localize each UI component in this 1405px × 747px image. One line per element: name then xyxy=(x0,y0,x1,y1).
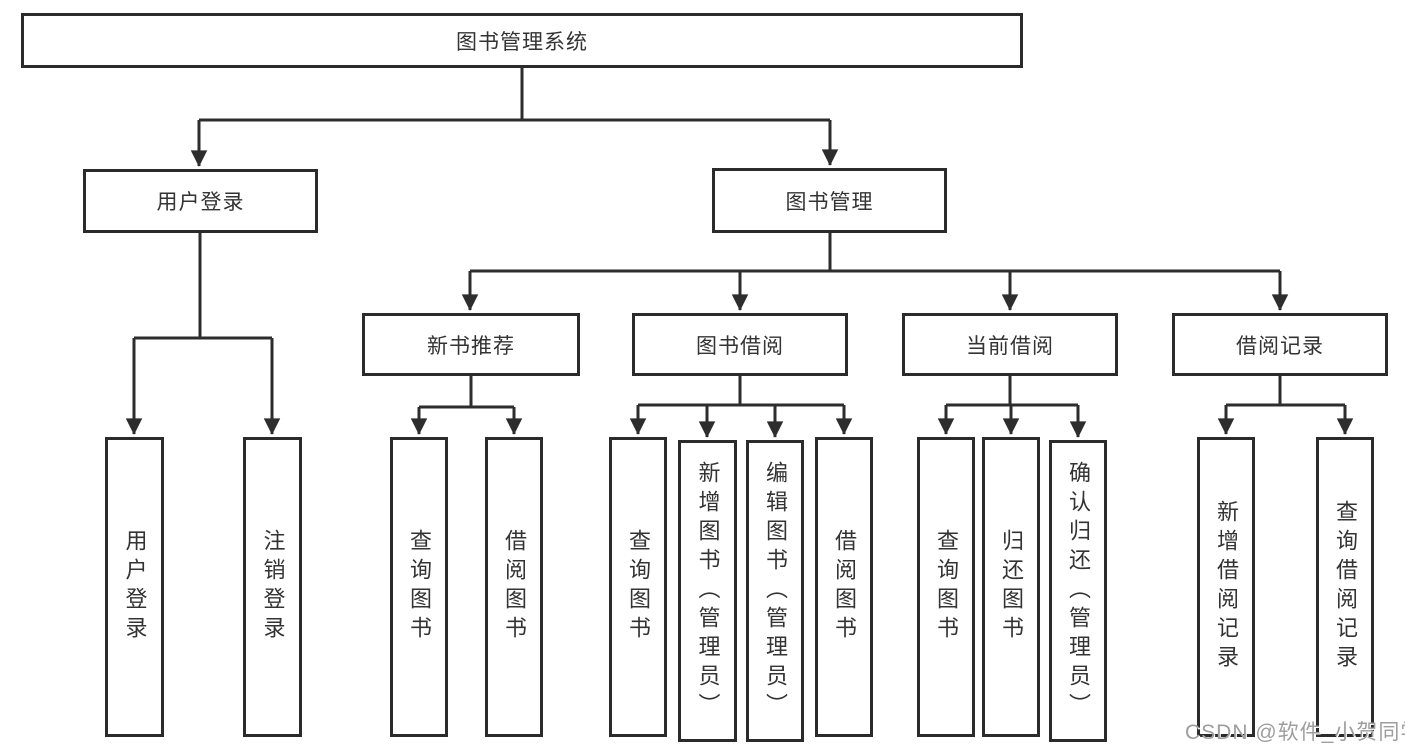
leaf-query-books-current: 查询图书 xyxy=(917,437,975,737)
leaf-label: 新增图书（管理员） xyxy=(695,460,721,722)
leaf-add-books-admin: 新增图书（管理员） xyxy=(678,440,737,742)
node-book-management: 图书管理 xyxy=(712,168,947,233)
node-current-borrow: 当前借阅 xyxy=(902,313,1118,376)
leaf-logout: 注销登录 xyxy=(243,437,302,737)
node-label: 当前借阅 xyxy=(966,334,1054,358)
node-label: 图书借阅 xyxy=(696,334,784,358)
leaf-user-login: 用户登录 xyxy=(105,437,164,737)
leaf-borrow-books-recommend: 借阅图书 xyxy=(485,437,543,737)
leaf-borrow-books: 借阅图书 xyxy=(815,437,873,737)
node-label: 用户登录 xyxy=(156,191,245,214)
leaf-label: 归还图书 xyxy=(999,529,1024,645)
node-label: 图书管理系统 xyxy=(456,30,588,54)
leaf-query-borrow-record: 查询借阅记录 xyxy=(1316,437,1374,737)
node-user-login: 用户登录 xyxy=(83,169,318,233)
node-label: 借阅记录 xyxy=(1236,334,1324,358)
leaf-query-books-borrow: 查询图书 xyxy=(609,437,667,737)
leaf-query-books-recommend: 查询图书 xyxy=(390,437,448,737)
leaf-add-borrow-record: 新增借阅记录 xyxy=(1197,437,1255,737)
leaf-label: 注销登录 xyxy=(260,529,286,645)
node-new-book-recommend: 新书推荐 xyxy=(362,313,580,376)
leaf-label: 借阅图书 xyxy=(832,529,857,645)
csdn-watermark: CSDN @软件_小贺同学 xyxy=(1185,721,1405,744)
leaf-label: 查询图书 xyxy=(934,529,959,645)
leaf-label: 用户登录 xyxy=(122,529,148,645)
node-library-management-system: 图书管理系统 xyxy=(21,13,1023,68)
leaf-label: 编辑图书（管理员） xyxy=(763,460,788,722)
leaf-return-books: 归还图书 xyxy=(982,437,1040,737)
node-borrow-records: 借阅记录 xyxy=(1172,313,1388,376)
leaf-label: 查询图书 xyxy=(626,529,651,645)
leaf-label: 借阅图书 xyxy=(502,529,527,645)
node-label: 新书推荐 xyxy=(427,334,515,358)
leaf-label: 新增借阅记录 xyxy=(1214,500,1239,674)
leaf-label: 查询图书 xyxy=(407,529,432,645)
leaf-edit-books-admin: 编辑图书（管理员） xyxy=(746,440,804,742)
leaf-label: 确认归还（管理员） xyxy=(1066,460,1091,722)
node-book-borrow: 图书借阅 xyxy=(632,313,848,376)
node-label: 图书管理 xyxy=(785,190,874,214)
leaf-confirm-return-admin: 确认归还（管理员） xyxy=(1049,440,1107,742)
leaf-label: 查询借阅记录 xyxy=(1333,500,1358,674)
